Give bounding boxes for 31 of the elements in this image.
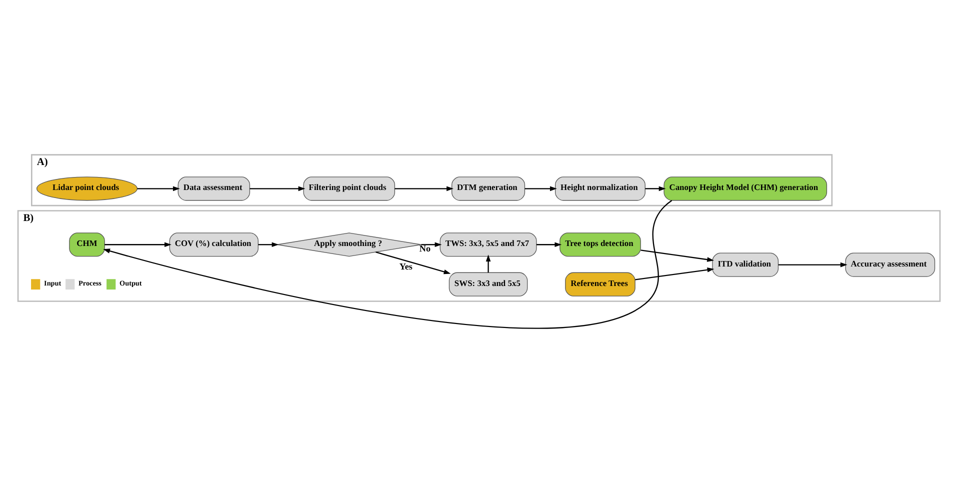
edge-label: No — [419, 242, 431, 253]
node-box: Canopy Height Model (CHM) generation — [664, 176, 828, 200]
node-box: COV (%) calculation — [169, 232, 259, 256]
arrow — [104, 242, 172, 247]
arrow — [635, 266, 714, 280]
arrow — [524, 186, 557, 191]
node-box: Reference Trees — [565, 272, 636, 296]
arrow — [376, 251, 451, 274]
node-box: Accuracy assessment — [845, 252, 936, 276]
arrow — [640, 249, 714, 262]
arrow — [258, 242, 279, 247]
node-box: TWS: 3x3, 5x5 and 7x7 — [440, 232, 537, 256]
node-box: DTM generation — [452, 176, 526, 200]
node-ellipse: Lidar point clouds — [36, 176, 138, 200]
arrow — [250, 186, 306, 191]
node-box: Data assessment — [178, 176, 250, 200]
arrow — [645, 186, 666, 191]
node-box: Tree tops detection — [560, 232, 641, 256]
node-box: CHM — [69, 232, 105, 256]
arrow — [536, 242, 562, 247]
arrow — [103, 200, 672, 328]
arrow — [778, 262, 848, 267]
arrow — [486, 254, 491, 272]
node-box: Filtering point clouds — [303, 176, 396, 200]
node-box: Height normalization — [555, 176, 646, 200]
node-box: SWS: 3x3 and 5x5 — [448, 272, 528, 296]
node-box: ITD validation — [712, 252, 779, 276]
arrow — [421, 242, 442, 247]
arrow — [394, 186, 454, 191]
arrow — [137, 186, 180, 191]
edge-label: Yes — [399, 260, 412, 271]
